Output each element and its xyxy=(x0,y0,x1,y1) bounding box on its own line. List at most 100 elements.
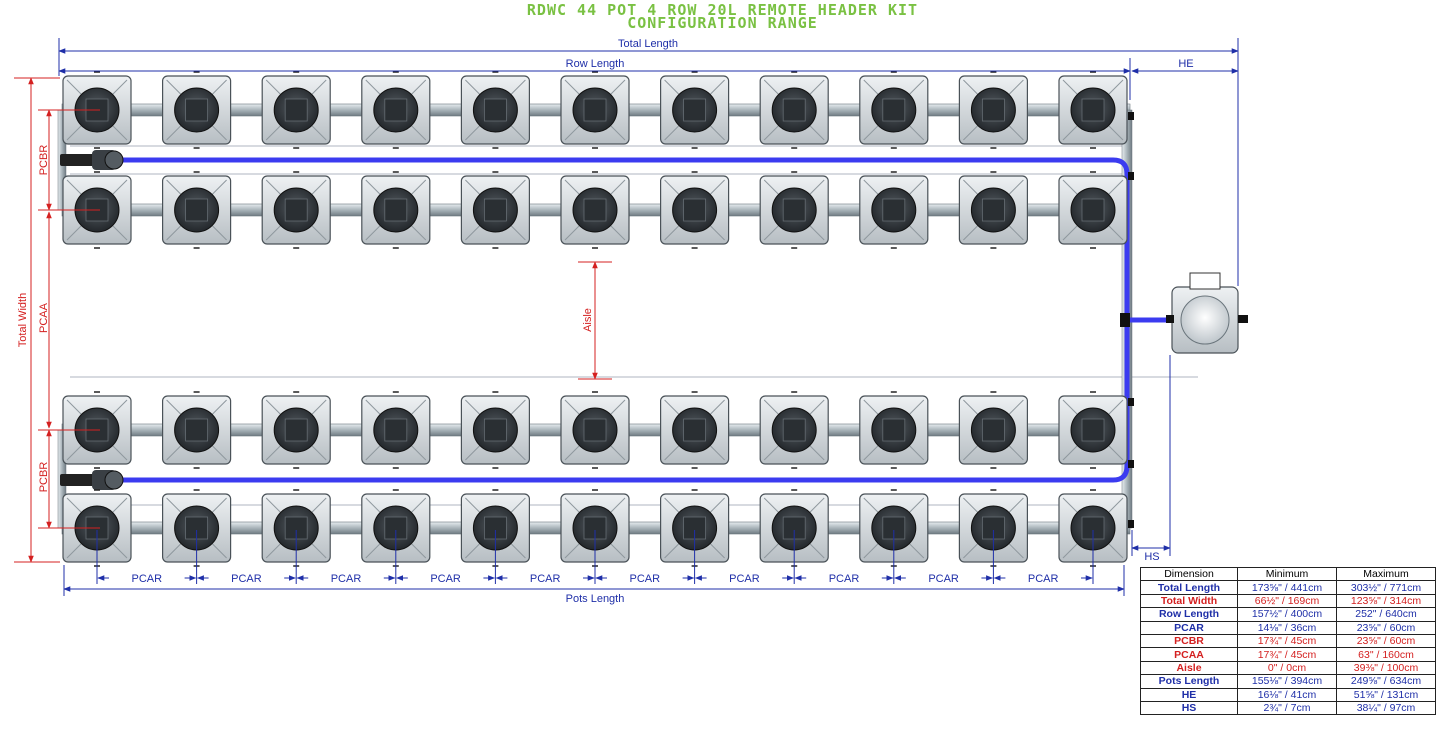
table-cell-min: 17¾" / 45cm xyxy=(1237,633,1337,649)
pot xyxy=(1058,489,1128,567)
pot xyxy=(361,171,431,249)
table-cell-max: 123⅝" / 314cm xyxy=(1336,593,1436,609)
pcbr-label-top: PCBR xyxy=(38,145,50,176)
pot xyxy=(958,489,1029,567)
pot xyxy=(859,171,929,249)
pcar-label: PCAR xyxy=(430,573,461,585)
table-cell-min: 173⅝" / 441cm xyxy=(1237,580,1337,595)
pot xyxy=(361,391,431,469)
pot xyxy=(361,71,431,149)
pot xyxy=(460,391,530,469)
table-cell-name: PCAA xyxy=(1140,647,1238,662)
pot xyxy=(361,489,431,567)
col-dimension: Dimension xyxy=(1140,566,1238,582)
table-cell-name: Total Length xyxy=(1140,580,1238,595)
table-cell-min: 17¾" / 45cm xyxy=(1237,647,1337,662)
pot xyxy=(759,489,829,567)
table-header-row: Dimension Minimum Maximum xyxy=(1140,566,1436,582)
pot xyxy=(759,71,829,149)
pot xyxy=(859,71,929,149)
table-cell-min: 155⅛" / 394cm xyxy=(1237,674,1337,689)
pcar-label: PCAR xyxy=(231,573,262,585)
table-cell-max: 303½" / 771cm xyxy=(1336,580,1436,595)
table-cell-name: PCBR xyxy=(1140,633,1238,649)
pot xyxy=(859,489,929,567)
pot xyxy=(958,391,1029,469)
col-minimum: Minimum xyxy=(1237,566,1337,582)
table-cell-max: 249⅝" / 634cm xyxy=(1336,674,1436,689)
pot xyxy=(659,71,730,149)
total-length-label: Total Length xyxy=(618,38,678,50)
pot xyxy=(659,171,730,249)
table-cell-min: 16⅛" / 41cm xyxy=(1237,687,1337,702)
pot xyxy=(958,171,1029,249)
diagram-title: RDWC 44 POT 4 ROW 20L REMOTE HEADER KIT xyxy=(526,1,919,19)
table-cell-max: 51⅝" / 131cm xyxy=(1336,687,1436,702)
pot xyxy=(261,71,331,149)
pcar-label: PCAR xyxy=(331,573,362,585)
table-cell-max: 252" / 640cm xyxy=(1336,607,1436,622)
dimension-lines-layer xyxy=(14,38,1239,596)
table-cell-name: HE xyxy=(1140,687,1238,702)
pot xyxy=(261,489,331,567)
pot xyxy=(560,391,630,469)
table-cell-max: 23⅝" / 60cm xyxy=(1336,633,1436,649)
pot xyxy=(162,71,232,149)
pcar-label: PCAR xyxy=(829,573,860,585)
pcaa-label: PCAA xyxy=(38,302,50,333)
pcar-label: PCAR xyxy=(530,573,561,585)
table-cell-min: 0" / 0cm xyxy=(1237,660,1337,676)
table-cell-name: PCAR xyxy=(1140,620,1238,635)
pcar-label: PCAR xyxy=(630,573,661,585)
pot xyxy=(759,171,829,249)
pot xyxy=(460,171,530,249)
pot xyxy=(560,171,630,249)
pot xyxy=(1058,391,1128,469)
pipework-layer xyxy=(57,103,1248,535)
table-cell-max: 39⅜" / 100cm xyxy=(1336,660,1436,676)
pot xyxy=(1058,171,1128,249)
pot xyxy=(162,391,232,469)
row-length-label: Row Length xyxy=(566,58,625,70)
pcar-label: PCAR xyxy=(928,573,959,585)
pot xyxy=(261,391,331,469)
pot xyxy=(1058,71,1128,149)
pot xyxy=(958,71,1029,149)
pots-layer xyxy=(62,71,1128,567)
pcar-label: PCAR xyxy=(1028,573,1059,585)
pot xyxy=(759,391,829,469)
table-cell-name: Row Length xyxy=(1140,607,1238,622)
total-width-label: Total Width xyxy=(17,293,29,347)
pcbr-label-bottom: PCBR xyxy=(38,462,50,493)
pot xyxy=(560,71,630,149)
hs-label: HS xyxy=(1144,551,1159,563)
table-cell-name: Pots Length xyxy=(1140,674,1238,689)
col-maximum: Maximum xyxy=(1336,566,1436,582)
table-cell-name: Total Width xyxy=(1140,593,1238,609)
table-cell-max: 38¼" / 97cm xyxy=(1336,700,1436,716)
table-cell-min: 2¾" / 7cm xyxy=(1237,700,1337,716)
table-cell-name: HS xyxy=(1140,700,1238,716)
pot xyxy=(460,71,530,149)
pcar-label: PCAR xyxy=(132,573,163,585)
table-cell-min: 66½" / 169cm xyxy=(1237,593,1337,609)
pot xyxy=(261,171,331,249)
pot xyxy=(659,489,730,567)
table-cell-min: 14⅛" / 36cm xyxy=(1237,620,1337,635)
pot xyxy=(162,171,232,249)
pot xyxy=(560,489,630,567)
pot xyxy=(859,391,929,469)
pots-length-label: Pots Length xyxy=(566,593,625,605)
